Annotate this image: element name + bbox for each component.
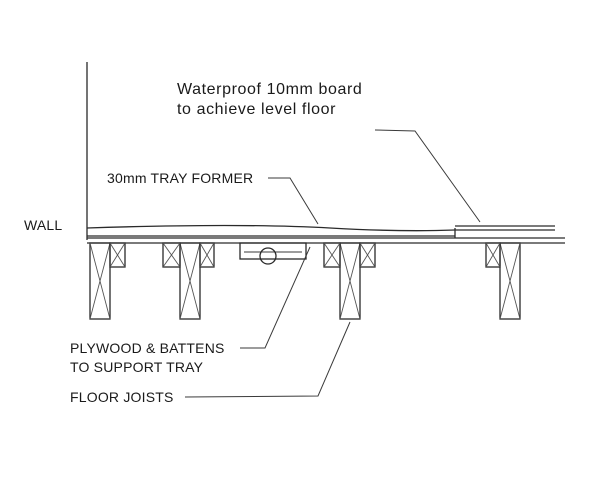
batten <box>109 242 126 268</box>
tray-former-top <box>86 224 456 232</box>
leader-waterproof-board <box>374 129 481 223</box>
label-plywood-line2: TO SUPPORT TRAY <box>70 359 204 375</box>
leader-plywood <box>240 246 311 349</box>
label-waterproof-line2: to achieve level floor <box>177 101 336 118</box>
batten <box>199 242 215 268</box>
floor-joists <box>89 242 521 320</box>
batten <box>323 242 341 268</box>
floor-joist <box>499 242 521 320</box>
floor-joist <box>89 242 111 320</box>
batten <box>485 242 501 268</box>
drain-waste <box>239 242 307 265</box>
leader-floor-joists <box>184 321 351 398</box>
label-waterproof-line1: Waterproof 10mm board <box>177 81 362 98</box>
label-wall: WALL <box>24 217 62 233</box>
batten <box>359 242 376 268</box>
leader-tray-former <box>268 177 319 225</box>
label-tray-former: 30mm TRAY FORMER <box>107 170 253 186</box>
label-plywood-line1: PLYWOOD & BATTENS <box>70 340 225 356</box>
batten <box>162 242 181 268</box>
floor-joist <box>339 242 361 320</box>
floor-joist <box>179 242 201 320</box>
battens <box>109 242 501 268</box>
label-floor-joists: FLOOR JOISTS <box>70 389 174 405</box>
